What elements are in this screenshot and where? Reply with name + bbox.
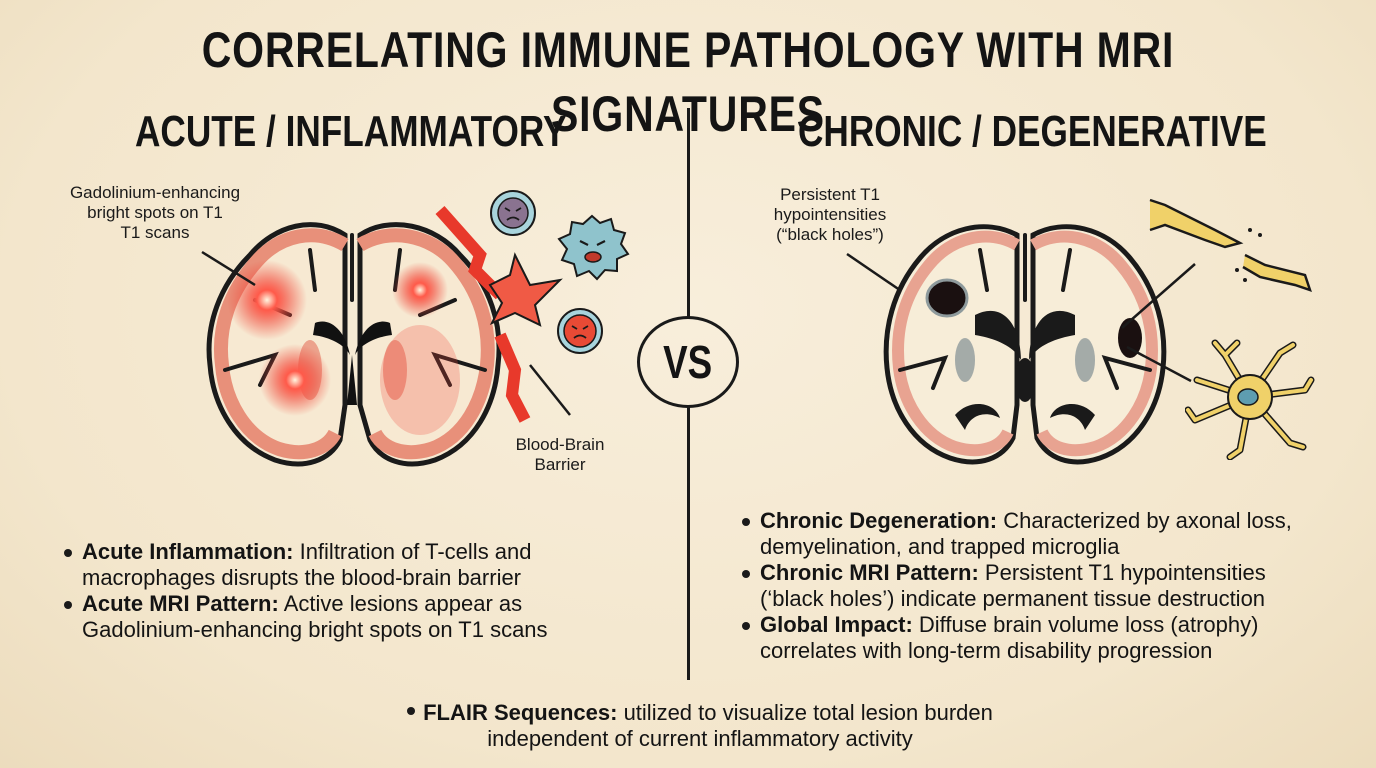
bullet-text: Characterized by axonal loss,: [997, 508, 1292, 533]
bullet-label: Chronic MRI Pattern:: [760, 560, 979, 585]
acute-bullet-list: Acute Inflammation: Infiltration of T-ce…: [60, 539, 660, 643]
bullet-text: (‘black holes’) indicate permanent tissu…: [760, 586, 1266, 611]
blood-brain-barrier-icon: [435, 206, 571, 423]
bullet-acute-inflammation: Acute Inflammation: Infiltration of T-ce…: [60, 539, 660, 591]
bullet-global-impact: Global Impact: Diffuse brain volume loss…: [738, 612, 1368, 664]
callout-line: Barrier: [534, 455, 586, 474]
flair-line-2: independent of current inflammatory acti…: [487, 726, 913, 751]
pointer-line-axon: [1121, 263, 1196, 329]
bullet-text: utilized to visualize total lesion burde…: [617, 700, 993, 725]
bullet-label: Global Impact:: [760, 612, 913, 637]
bullet-text: Active lesions appear as: [278, 591, 523, 616]
callout-line: (“black holes”): [776, 225, 884, 244]
pointer-line-microglia: [1126, 345, 1192, 383]
bullet-label: Chronic Degeneration:: [760, 508, 998, 533]
bullet-text: correlates with long-term disability pro…: [760, 638, 1213, 663]
bullet-text: Infiltration of T-cells and: [293, 539, 532, 564]
inflamed-cell-icon: [557, 308, 603, 354]
bullet-label: Acute Inflammation:: [82, 539, 294, 564]
bullet-text: Diffuse brain volume loss (atrophy): [912, 612, 1259, 637]
bullet-text: Gadolinium-enhancing bright spots on T1 …: [82, 617, 548, 642]
callout-line: bright spots on T1: [87, 203, 223, 222]
flair-bullet: FLAIR Sequences: utilized to visualize t…: [370, 700, 1030, 752]
chronic-heading: CHRONIC / DEGENERATIVE: [798, 107, 1267, 156]
gadolinium-callout: Gadolinium-enhancing bright spots on T1 …: [40, 183, 270, 243]
callout-line: Gadolinium-enhancing: [69, 183, 241, 202]
bullet-chronic-degeneration: Chronic Degeneration: Characterized by a…: [738, 508, 1368, 560]
inflamed-brain-icon: [206, 222, 502, 467]
bbb-callout: Blood-Brain Barrier: [495, 435, 625, 475]
bullet-dot: [407, 707, 416, 716]
gadolinium-pointer-line: [201, 250, 256, 287]
bullet-text: macrophages disrupts the blood-brain bar…: [82, 565, 522, 590]
callout-line: hypointensities: [773, 205, 887, 224]
microglia-icon: [1185, 339, 1315, 460]
severed-axon-icon: [1149, 198, 1312, 292]
chronic-bullet-list: Chronic Degeneration: Characterized by a…: [738, 508, 1368, 664]
acute-heading: ACUTE / INFLAMMATORY: [135, 107, 567, 156]
divider-line-bottom: [687, 405, 690, 680]
callout-line: Blood-Brain: [515, 435, 605, 454]
black-holes-callout: Persistent T1 hypointensities (“black ho…: [745, 185, 915, 245]
flair-line-1: FLAIR Sequences: utilized to visualize t…: [370, 700, 1030, 726]
bullet-acute-mri-pattern: Acute MRI Pattern: Active lesions appear…: [60, 591, 660, 643]
t-cell-icon: [490, 190, 536, 236]
callout-line: Persistent T1: [780, 185, 880, 204]
atrophic-brain-icon: [883, 224, 1167, 465]
bullet-chronic-mri-pattern: Chronic MRI Pattern: Persistent T1 hypoi…: [738, 560, 1368, 612]
bullet-text: Persistent T1 hypointensities: [978, 560, 1266, 585]
callout-line: T1 scans: [120, 223, 190, 242]
macrophage-icon: [557, 214, 630, 281]
bullet-label: Acute MRI Pattern:: [82, 591, 279, 616]
bullet-text: demyelination, and trapped microglia: [760, 534, 1120, 559]
vs-label: VS: [663, 336, 713, 388]
divider-line-top: [687, 108, 690, 318]
vs-badge: VS: [637, 316, 739, 408]
bullet-label: FLAIR Sequences:: [423, 700, 618, 725]
